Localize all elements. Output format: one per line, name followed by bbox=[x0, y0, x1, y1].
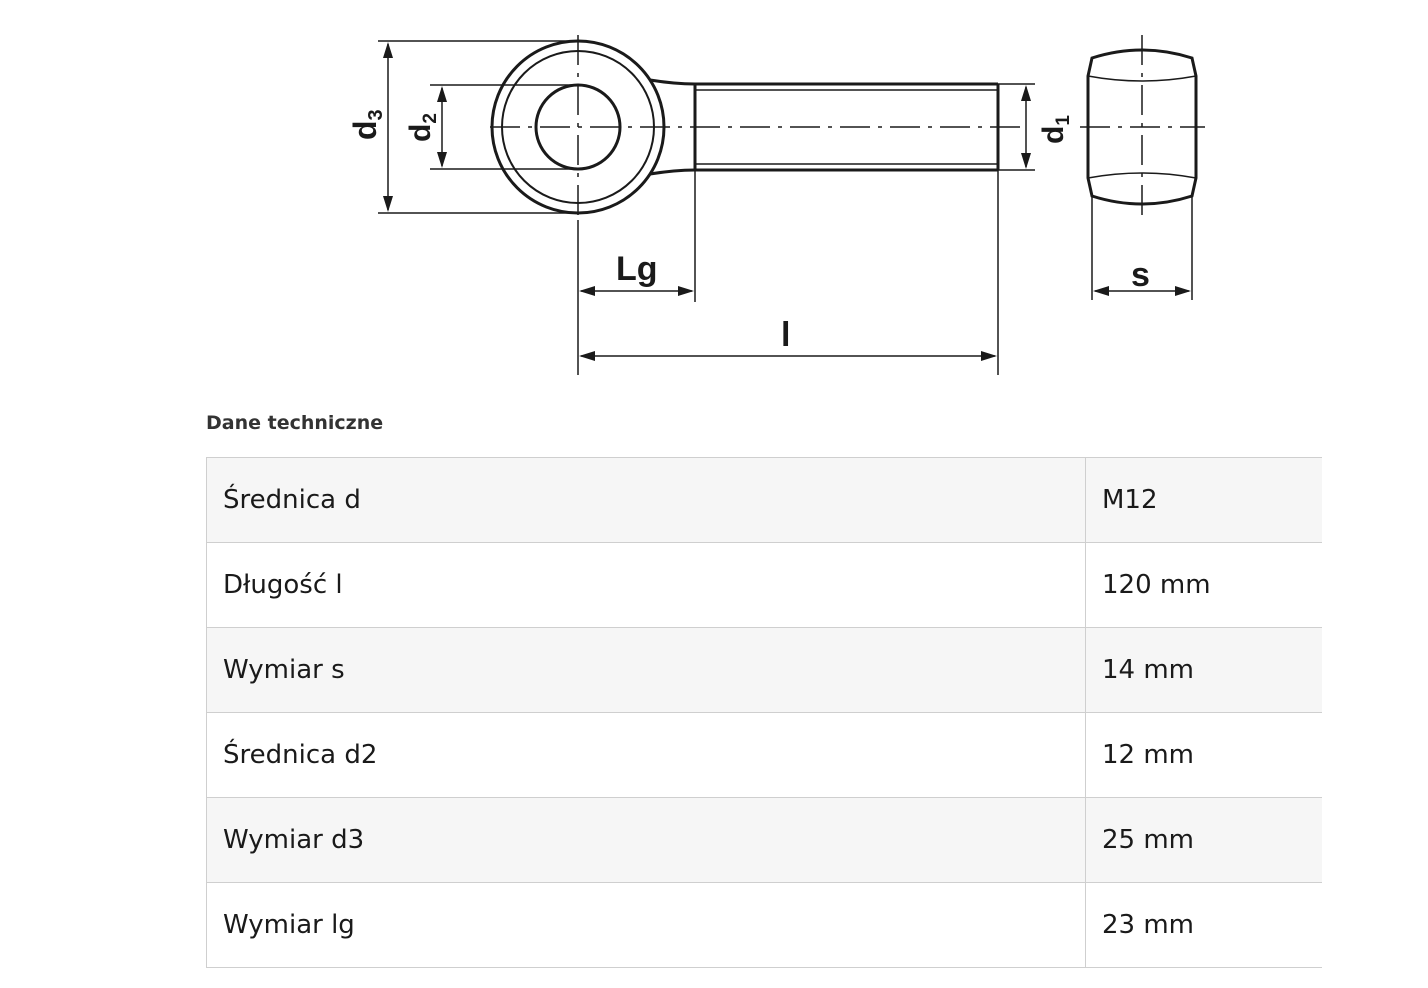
table-row: Średnica d M12 bbox=[206, 457, 1322, 543]
row-value: 14 mm bbox=[1085, 627, 1322, 713]
side-view-upper-edge bbox=[1087, 75, 1197, 82]
table-row: Długość l 120 mm bbox=[206, 542, 1322, 628]
label-l: l bbox=[781, 316, 790, 354]
label-d1: d1 bbox=[1037, 115, 1074, 144]
label-d3: d3 bbox=[347, 109, 387, 140]
row-value: 120 mm bbox=[1085, 542, 1322, 628]
row-value: M12 bbox=[1085, 457, 1322, 543]
table-row: Wymiar lg 23 mm bbox=[206, 882, 1322, 968]
eye-bolt-technical-drawing: d3 d2 d1 Lg l s bbox=[330, 20, 1220, 390]
center-lines bbox=[490, 35, 1205, 220]
row-label: Wymiar lg bbox=[206, 882, 1086, 968]
row-label: Średnica d bbox=[206, 457, 1086, 543]
row-label: Wymiar d3 bbox=[206, 797, 1086, 883]
technical-data-table: Średnica d M12 Długość l 120 mm Wymiar s… bbox=[206, 457, 1322, 968]
row-label: Długość l bbox=[206, 542, 1086, 628]
label-d2: d2 bbox=[404, 113, 441, 142]
neck-top bbox=[649, 78, 696, 86]
label-s: s bbox=[1131, 256, 1150, 294]
table-row: Wymiar d3 25 mm bbox=[206, 797, 1322, 883]
row-label: Średnica d2 bbox=[206, 712, 1086, 798]
section-title: Dane techniczne bbox=[206, 412, 384, 434]
table-row: Średnica d2 12 mm bbox=[206, 712, 1322, 798]
table-row: Wymiar s 14 mm bbox=[206, 627, 1322, 713]
row-value: 12 mm bbox=[1085, 712, 1322, 798]
row-label: Wymiar s bbox=[206, 627, 1086, 713]
drawing-svg: d3 d2 d1 Lg l s bbox=[347, 35, 1205, 375]
row-value: 25 mm bbox=[1085, 797, 1322, 883]
arrowheads bbox=[383, 42, 1191, 361]
dimension-labels: d3 d2 d1 Lg l s bbox=[347, 109, 1150, 354]
row-value: 23 mm bbox=[1085, 882, 1322, 968]
label-lg: Lg bbox=[616, 250, 658, 288]
neck-bottom bbox=[649, 168, 696, 176]
